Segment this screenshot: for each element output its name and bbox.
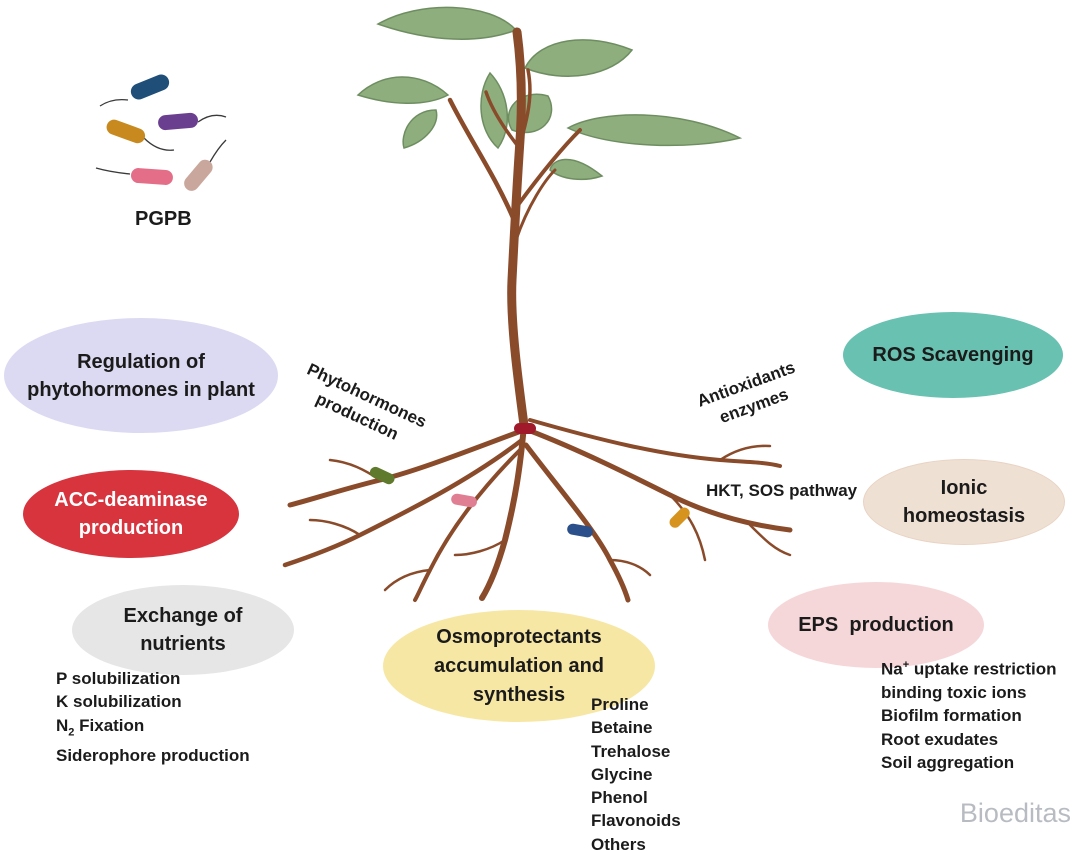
phytohormones-line2: phytohormones in plant xyxy=(27,378,255,401)
na-prefix: Na xyxy=(881,659,903,679)
list-item: binding toxic ions xyxy=(881,682,1027,702)
nutrient-list: P solubilization K solubilization N2 Fix… xyxy=(56,667,250,768)
leaves xyxy=(356,6,743,181)
osmoprotectant-list: Proline Betaine Trehalose Glycine Phenol… xyxy=(591,693,681,851)
list-item: Biofilm formation xyxy=(881,706,1022,726)
acc-line1: ACC-deaminase xyxy=(54,489,208,511)
watermark: Bioeditas xyxy=(959,798,1071,828)
list-item: Phenol xyxy=(591,788,648,808)
nutrient-exchange-ellipse: Exchange of nutrients xyxy=(72,585,294,675)
roots xyxy=(282,418,793,603)
list-item: Root exudates xyxy=(881,729,999,749)
eps-production-ellipse: EPS production xyxy=(768,582,984,668)
acc-deaminase-ellipse: ACC-deaminase production xyxy=(23,470,239,558)
n2-suffix: Fixation xyxy=(74,715,145,735)
list-item: Soil aggregation xyxy=(881,752,1015,772)
pgpb-label: PGPB xyxy=(135,208,192,230)
osmo-line2: accumulation and xyxy=(433,654,605,677)
ros-scavenging-ellipse: ROS Scavenging xyxy=(843,312,1063,398)
list-item: Betaine xyxy=(591,718,653,738)
list-item: Proline xyxy=(591,695,649,714)
eps-list: Na+ uptake restriction binding toxic ion… xyxy=(881,654,1057,774)
na-superscript: + xyxy=(902,659,910,671)
nutrients-line1: Exchange of xyxy=(123,605,243,627)
list-item: Others xyxy=(591,834,646,851)
osmoprotectants-ellipse: Osmoprotectants accumulation and synthes… xyxy=(383,610,655,722)
hkt-sos-label: HKT, SOS pathway xyxy=(706,481,858,500)
root-bacteria xyxy=(369,423,690,538)
n2-subscript: 2 xyxy=(68,725,75,738)
ionic-line1: Ionic xyxy=(940,477,988,499)
osmo-line1: Osmoprotectants xyxy=(436,625,602,648)
list-item: Siderophore production xyxy=(56,746,250,766)
list-item: N2 Fixation xyxy=(56,714,250,745)
ionic-homeostasis-ellipse: Ionic homeostasis xyxy=(864,460,1064,544)
ros-label: ROS Scavenging xyxy=(872,344,1034,366)
na-suffix: uptake restriction xyxy=(909,659,1057,679)
bacterium-tan xyxy=(184,159,213,191)
bacterium-pink xyxy=(130,168,173,185)
n2-prefix: N xyxy=(56,715,69,735)
phytohormones-line1: Regulation of xyxy=(77,350,205,373)
list-item: Trehalose xyxy=(591,741,671,761)
bacterium-purple xyxy=(158,112,198,131)
ionic-line2: homeostasis xyxy=(902,505,1026,527)
phytohormones-regulation-ellipse: Regulation of phytohormones in plant xyxy=(4,318,278,433)
list-item: Glycine xyxy=(591,764,653,784)
list-item: Flavonoids xyxy=(591,811,681,831)
osmo-line3: synthesis xyxy=(472,683,566,706)
list-item: K solubilization xyxy=(56,692,182,712)
list-item: P solubilization xyxy=(56,669,181,688)
acc-line2: production xyxy=(78,517,184,539)
eps-label: EPS production xyxy=(798,614,954,636)
stem xyxy=(447,27,582,430)
nutrients-line2: nutrients xyxy=(140,633,226,655)
bacteria-cluster xyxy=(95,74,227,191)
bacterium-orange xyxy=(106,119,146,144)
list-item: Na+ uptake restriction xyxy=(881,654,1057,681)
bacterium-blue xyxy=(130,74,170,100)
